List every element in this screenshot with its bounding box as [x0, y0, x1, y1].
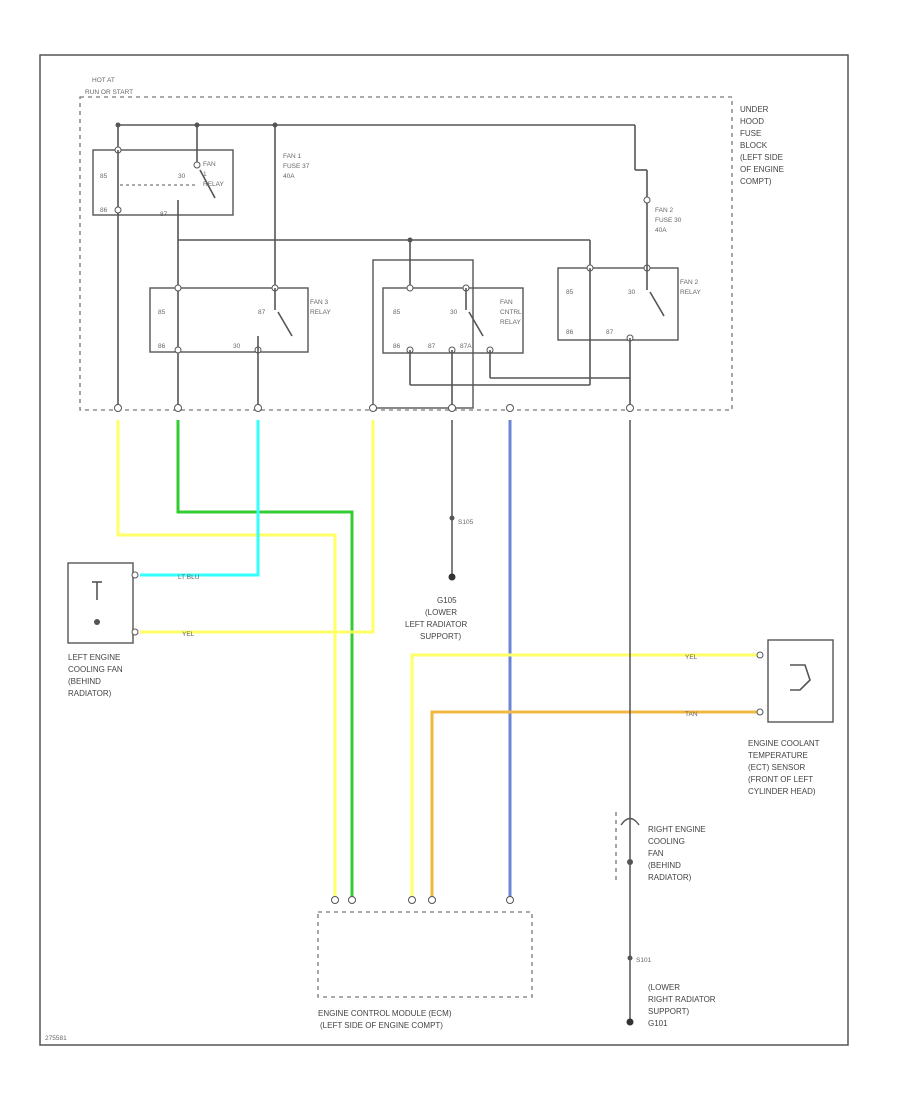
svg-text:FAN 1: FAN 1 [283, 153, 301, 160]
underhood-fuse-block-outline [79, 96, 733, 411]
fan3-relay: 85 87 86 30 FAN 3 RELAY [149, 240, 331, 408]
svg-text:RELAY: RELAY [680, 289, 701, 296]
svg-text:UNDER: UNDER [740, 105, 769, 114]
wire-labels: LT BLU YEL YEL TAN [178, 574, 698, 718]
underhood-fuse-block-label: UNDER HOOD FUSE BLOCK (LEFT SIDE OF ENGI… [740, 105, 784, 186]
svg-text:SUPPORT): SUPPORT) [648, 1007, 690, 1016]
svg-text:FUSE: FUSE [740, 129, 761, 138]
svg-text:30: 30 [450, 309, 458, 316]
wire-yellow-2 [140, 420, 375, 634]
svg-text:(LEFT SIDE: (LEFT SIDE [740, 153, 783, 162]
fan1-relay: 85 30 86 FAN 1 RELAY [92, 125, 234, 216]
left-cooling-fan-motor: LEFT ENGINE COOLING FAN (BEHIND RADIATOR… [67, 562, 139, 698]
svg-text:OF ENGINE: OF ENGINE [740, 165, 784, 174]
svg-text:1: 1 [203, 171, 207, 178]
ect-sensor: ENGINE COOLANT TEMPERATURE (ECT) SENSOR … [748, 639, 834, 796]
svg-text:85: 85 [393, 309, 401, 316]
svg-text:(BEHIND: (BEHIND [648, 861, 681, 870]
engine-control-module: ENGINE CONTROL MODULE (ECM) (LEFT SIDE O… [317, 896, 533, 1030]
svg-text:85: 85 [158, 309, 166, 316]
svg-text:FAN 2: FAN 2 [655, 207, 673, 214]
svg-text:86: 86 [158, 343, 166, 350]
svg-text:40A: 40A [655, 227, 667, 234]
ground-g105-label: G105 (LOWER LEFT RADIATOR SUPPORT) [405, 596, 467, 641]
svg-text:HOOD: HOOD [740, 117, 764, 126]
svg-text:(LOWER: (LOWER [648, 983, 680, 992]
svg-text:BLOCK: BLOCK [740, 141, 768, 150]
svg-text:87: 87 [258, 309, 266, 316]
svg-text:CYLINDER HEAD): CYLINDER HEAD) [748, 787, 816, 796]
footer-code: 275581 [45, 1035, 67, 1042]
svg-text:86: 86 [393, 343, 401, 350]
svg-text:SUPPORT): SUPPORT) [420, 632, 462, 641]
svg-text:S105: S105 [458, 519, 474, 526]
svg-text:30: 30 [233, 343, 241, 350]
wire-lt-blu [140, 420, 260, 577]
svg-text:87: 87 [160, 211, 168, 218]
svg-text:COOLING FAN: COOLING FAN [68, 665, 123, 674]
svg-text:87: 87 [428, 343, 436, 350]
fuse-block-connectors [114, 404, 634, 412]
svg-text:ENGINE CONTROL MODULE (ECM): ENGINE CONTROL MODULE (ECM) [318, 1009, 452, 1018]
svg-text:COOLING: COOLING [648, 837, 685, 846]
svg-text:G105: G105 [437, 596, 457, 605]
wire-ect-yellow [410, 653, 760, 900]
svg-text:30: 30 [178, 173, 186, 180]
svg-text:ENGINE COOLANT: ENGINE COOLANT [748, 739, 820, 748]
svg-text:COMPT): COMPT) [740, 177, 772, 186]
svg-text:RADIATOR): RADIATOR) [648, 873, 692, 882]
svg-text:LEFT RADIATOR: LEFT RADIATOR [405, 620, 467, 629]
svg-text:RIGHT ENGINE: RIGHT ENGINE [648, 825, 706, 834]
right-cooling-fan-motor: RIGHT ENGINE COOLING FAN (BEHIND RADIATO… [615, 812, 706, 882]
svg-text:YEL: YEL [685, 654, 698, 661]
svg-text:85: 85 [100, 173, 108, 180]
svg-text:86: 86 [566, 329, 574, 336]
svg-text:(LEFT SIDE OF ENGINE COMPT): (LEFT SIDE OF ENGINE COMPT) [320, 1021, 443, 1030]
wire-green [176, 420, 354, 900]
svg-text:LT BLU: LT BLU [178, 574, 200, 581]
svg-text:LEFT ENGINE: LEFT ENGINE [68, 653, 120, 662]
svg-text:FAN: FAN [500, 299, 513, 306]
wire-yellow-1 [116, 420, 337, 900]
svg-text:YEL: YEL [182, 631, 195, 638]
svg-text:30: 30 [628, 289, 636, 296]
svg-text:86: 86 [100, 207, 108, 214]
svg-text:FAN: FAN [203, 161, 216, 168]
svg-text:FAN: FAN [648, 849, 664, 858]
svg-text:RIGHT RADIATOR: RIGHT RADIATOR [648, 995, 716, 1004]
svg-text:40A: 40A [283, 173, 295, 180]
svg-text:TEMPERATURE: TEMPERATURE [748, 751, 808, 760]
ground-g101-label: (LOWER RIGHT RADIATOR SUPPORT) G101 [648, 983, 716, 1028]
svg-text:(FRONT OF LEFT: (FRONT OF LEFT [748, 775, 813, 784]
hot-at-label-2: RUN OR START [85, 89, 133, 96]
svg-text:85: 85 [566, 289, 574, 296]
svg-text:RADIATOR): RADIATOR) [68, 689, 112, 698]
svg-text:87: 87 [606, 329, 614, 336]
fan-control-relay: 85 30 86 87 87A FAN CNTRL RELAY [372, 240, 630, 409]
svg-text:RELAY: RELAY [203, 181, 224, 188]
fan1-fuse: FAN 1 FUSE 37 40A [274, 125, 310, 285]
svg-text:(ECT) SENSOR: (ECT) SENSOR [748, 763, 806, 772]
wire-ect-tan [430, 710, 760, 900]
svg-text:(BEHIND: (BEHIND [68, 677, 101, 686]
fan2-fuse: FAN 2 FUSE 30 40A [635, 169, 682, 268]
fan2-relay: 85 30 86 87 FAN 2 RELAY [557, 264, 701, 408]
svg-text:FAN 3: FAN 3 [310, 299, 328, 306]
svg-text:G101: G101 [648, 1019, 668, 1028]
svg-text:RELAY: RELAY [500, 319, 521, 326]
svg-text:87A: 87A [460, 343, 472, 350]
svg-text:S101: S101 [636, 957, 652, 964]
svg-text:RELAY: RELAY [310, 309, 331, 316]
svg-text:CNTRL: CNTRL [500, 309, 522, 316]
svg-text:(LOWER: (LOWER [425, 608, 457, 617]
svg-text:FAN 2: FAN 2 [680, 279, 698, 286]
diagram-frame [39, 54, 849, 1046]
svg-text:FUSE 37: FUSE 37 [283, 163, 310, 170]
hot-at-label: HOT AT [92, 77, 115, 84]
svg-text:TAN: TAN [685, 711, 698, 718]
svg-text:FUSE 30: FUSE 30 [655, 217, 682, 224]
ground-g105-point [448, 573, 456, 581]
ground-g101-point [626, 1018, 634, 1026]
